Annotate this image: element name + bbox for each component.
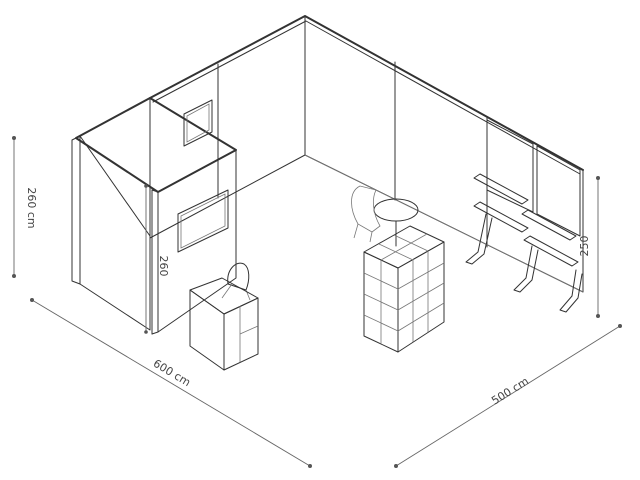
reception-counter (189, 262, 259, 371)
dim-label-500: 500 cm (489, 375, 531, 408)
wall-shelving (465, 119, 583, 313)
round-table (351, 185, 419, 247)
cube-shelf (363, 225, 445, 353)
back-wall-screen (183, 99, 213, 147)
dim-label-600: 600 cm (151, 357, 193, 389)
cabin-front-wall (157, 149, 237, 333)
dim-label-260-outer: 260 cm (25, 187, 38, 228)
dim-label-250: 250 (578, 236, 591, 257)
storage-cabin (71, 97, 237, 335)
cabin-side-wall (71, 135, 151, 331)
dimension-lines (12, 136, 622, 468)
wall-screen (177, 189, 229, 253)
back-walls (149, 15, 584, 293)
dim-label-260-inner: 260 (157, 256, 170, 277)
